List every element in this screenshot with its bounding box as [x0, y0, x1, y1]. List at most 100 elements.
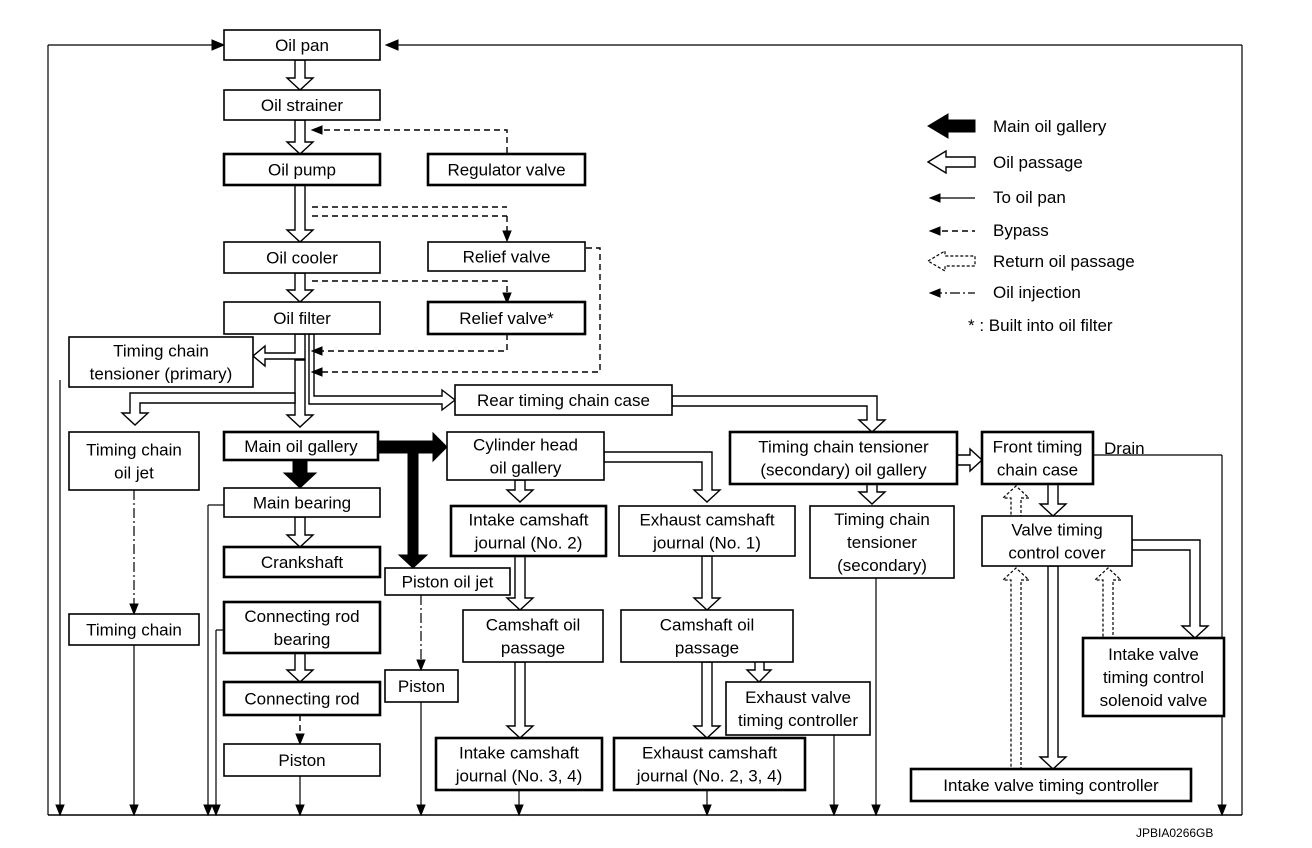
- node-label: tensioner: [847, 533, 917, 552]
- node-box: [620, 609, 794, 663]
- node-label: passage: [501, 639, 565, 658]
- node-regulator-valve: Regulator valve: [426, 152, 587, 187]
- node-box: [462, 609, 604, 663]
- node-label: tensioner (primary): [90, 365, 233, 384]
- node-label: Camshaft oil: [660, 616, 754, 635]
- node-box: [222, 680, 382, 717]
- node-ivtc-solenoid: Intake valve timing control solenoid valve: [1081, 636, 1226, 718]
- legend-built-in-note: * : Built into oil filter: [968, 316, 1113, 335]
- node-relief-valve-star: Relief valve*: [426, 300, 587, 336]
- node-box: [223, 743, 381, 777]
- node-label: (secondary) oil gallery: [760, 461, 927, 480]
- node-label: Camshaft oil: [486, 616, 580, 635]
- node-label: Crankshaft: [261, 553, 343, 572]
- node-label: Oil pan: [275, 36, 329, 55]
- node-label: Intake camshaft: [459, 744, 579, 763]
- node-label: journal (No. 2, 3, 4): [636, 767, 783, 786]
- node-box: [981, 515, 1133, 567]
- node-label: journal (No. 1): [652, 534, 761, 553]
- node-box: [1081, 636, 1226, 718]
- node-conrod: Connecting rod: [222, 680, 382, 717]
- node-box: [223, 89, 381, 121]
- node-box: [809, 505, 955, 579]
- node-label: Connecting rod: [244, 690, 359, 709]
- node-crankshaft: Crankshaft: [222, 545, 382, 579]
- node-label: Oil cooler: [266, 249, 338, 268]
- node-box: [434, 736, 604, 792]
- node-box: [980, 430, 1095, 486]
- node-label: Timing chain: [86, 441, 182, 460]
- legend-to-oil-pan-label: To oil pan: [993, 188, 1066, 207]
- node-label: timing controller: [738, 711, 858, 730]
- node-label: Piston: [398, 677, 445, 696]
- node-box: [446, 431, 605, 481]
- node-box: [384, 567, 511, 596]
- oil-passage-arrows: [120, 59, 1210, 770]
- node-label: Connecting rod: [244, 607, 359, 626]
- node-label: Exhaust valve: [745, 688, 851, 707]
- node-label: Exhaust camshaft: [639, 511, 774, 530]
- node-label: Timing chain tensioner: [758, 438, 929, 457]
- node-oil-strainer: Oil strainer: [223, 89, 381, 121]
- legend-bypass-symbol: [928, 226, 975, 236]
- legend-oil-injection-label: Oil injection: [993, 283, 1081, 302]
- node-box: [222, 152, 382, 187]
- node-box: [426, 152, 587, 187]
- node-box: [728, 430, 959, 486]
- legend-main-oil-gallery-symbol: [927, 113, 976, 139]
- node-exhaust-journal1: Exhaust camshaft journal (No. 1): [618, 505, 796, 557]
- node-box: [909, 767, 1193, 803]
- return-oil-passage-arrows: [1001, 485, 1123, 771]
- figure-code: JPBIA0266GB: [1136, 826, 1213, 840]
- node-label: solenoid valve: [1100, 691, 1208, 710]
- node-box: [454, 384, 673, 416]
- node-oil-pump: Oil pump: [222, 152, 382, 187]
- node-relief-valve: Relief valve: [427, 241, 586, 272]
- node-label: passage: [675, 639, 739, 658]
- node-label: bearing: [274, 630, 331, 649]
- node-box: [68, 336, 254, 388]
- node-box: [612, 736, 807, 792]
- node-box: [426, 300, 587, 336]
- node-piston-mid: Piston: [384, 669, 459, 703]
- drain-label: Drain: [1104, 439, 1145, 458]
- node-box: [222, 430, 380, 462]
- node-label: Main bearing: [253, 494, 351, 513]
- node-label: Cylinder head: [473, 436, 578, 455]
- legend-oil-injection-symbol: [928, 288, 975, 298]
- node-label: Main oil gallery: [244, 437, 358, 456]
- node-label: Intake valve: [1108, 645, 1199, 664]
- node-box: [449, 504, 608, 558]
- legend-return-oil-passage-symbol: [926, 249, 976, 273]
- node-label: journal (No. 3, 4): [455, 767, 583, 786]
- node-label: oil jet: [114, 464, 154, 483]
- node-oil-filter: Oil filter: [223, 301, 381, 335]
- node-label: Exhaust camshaft: [642, 744, 777, 763]
- node-box: [618, 505, 796, 557]
- node-label: Intake valve timing controller: [943, 776, 1159, 795]
- legend: Main oil gallery Oil passage To oil pan …: [926, 113, 1135, 335]
- node-main-gallery: Main oil gallery: [222, 430, 380, 462]
- node-label: chain case: [997, 461, 1078, 480]
- node-label: Relief valve*: [459, 309, 554, 328]
- node-box: [725, 681, 871, 736]
- node-box: [68, 431, 200, 491]
- node-main-bearing: Main bearing: [223, 487, 381, 518]
- node-evt-controller: Exhaust valve timing controller: [725, 681, 871, 736]
- node-box: [222, 545, 382, 579]
- node-box: [68, 613, 200, 646]
- node-label: Oil filter: [273, 309, 331, 328]
- legend-oil-passage-label: Oil passage: [993, 153, 1083, 172]
- oil-injection-lines: [129, 490, 426, 672]
- legend-oil-passage-symbol: [926, 149, 976, 175]
- node-box: [222, 600, 382, 655]
- node-label: oil gallery: [490, 459, 562, 478]
- node-cam-passage-ex: Camshaft oil passage: [620, 609, 794, 663]
- node-label: timing control: [1103, 668, 1204, 687]
- node-exhaust-journal234: Exhaust camshaft journal (No. 2, 3, 4): [612, 736, 807, 792]
- node-tc-oil-jet: Timing chain oil jet: [68, 431, 200, 491]
- node-label: Timing chain: [86, 621, 182, 640]
